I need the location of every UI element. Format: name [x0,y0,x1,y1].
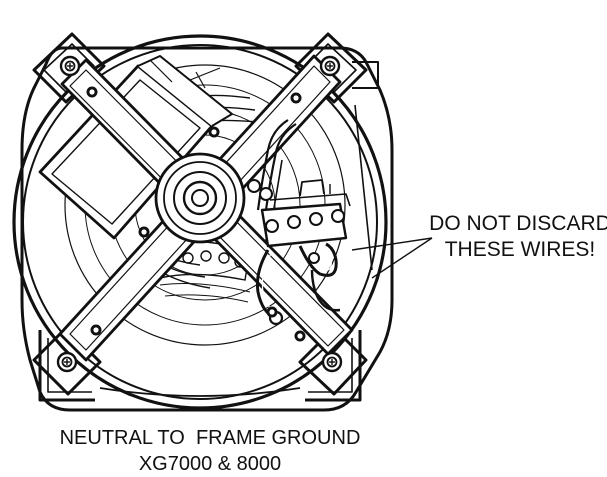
caption-line-1: NEUTRAL TO FRAME GROUND [60,427,361,449]
terminal-block [260,179,351,248]
wire-harness [247,119,297,211]
caption-line-2: XG7000 & 8000 [139,453,281,475]
callout-line-1: DO NOT DISCARD [429,212,607,235]
callout-leader-lines [351,237,433,279]
center-hub [154,152,246,244]
callout-line-2: THESE WIRES! [445,238,596,261]
